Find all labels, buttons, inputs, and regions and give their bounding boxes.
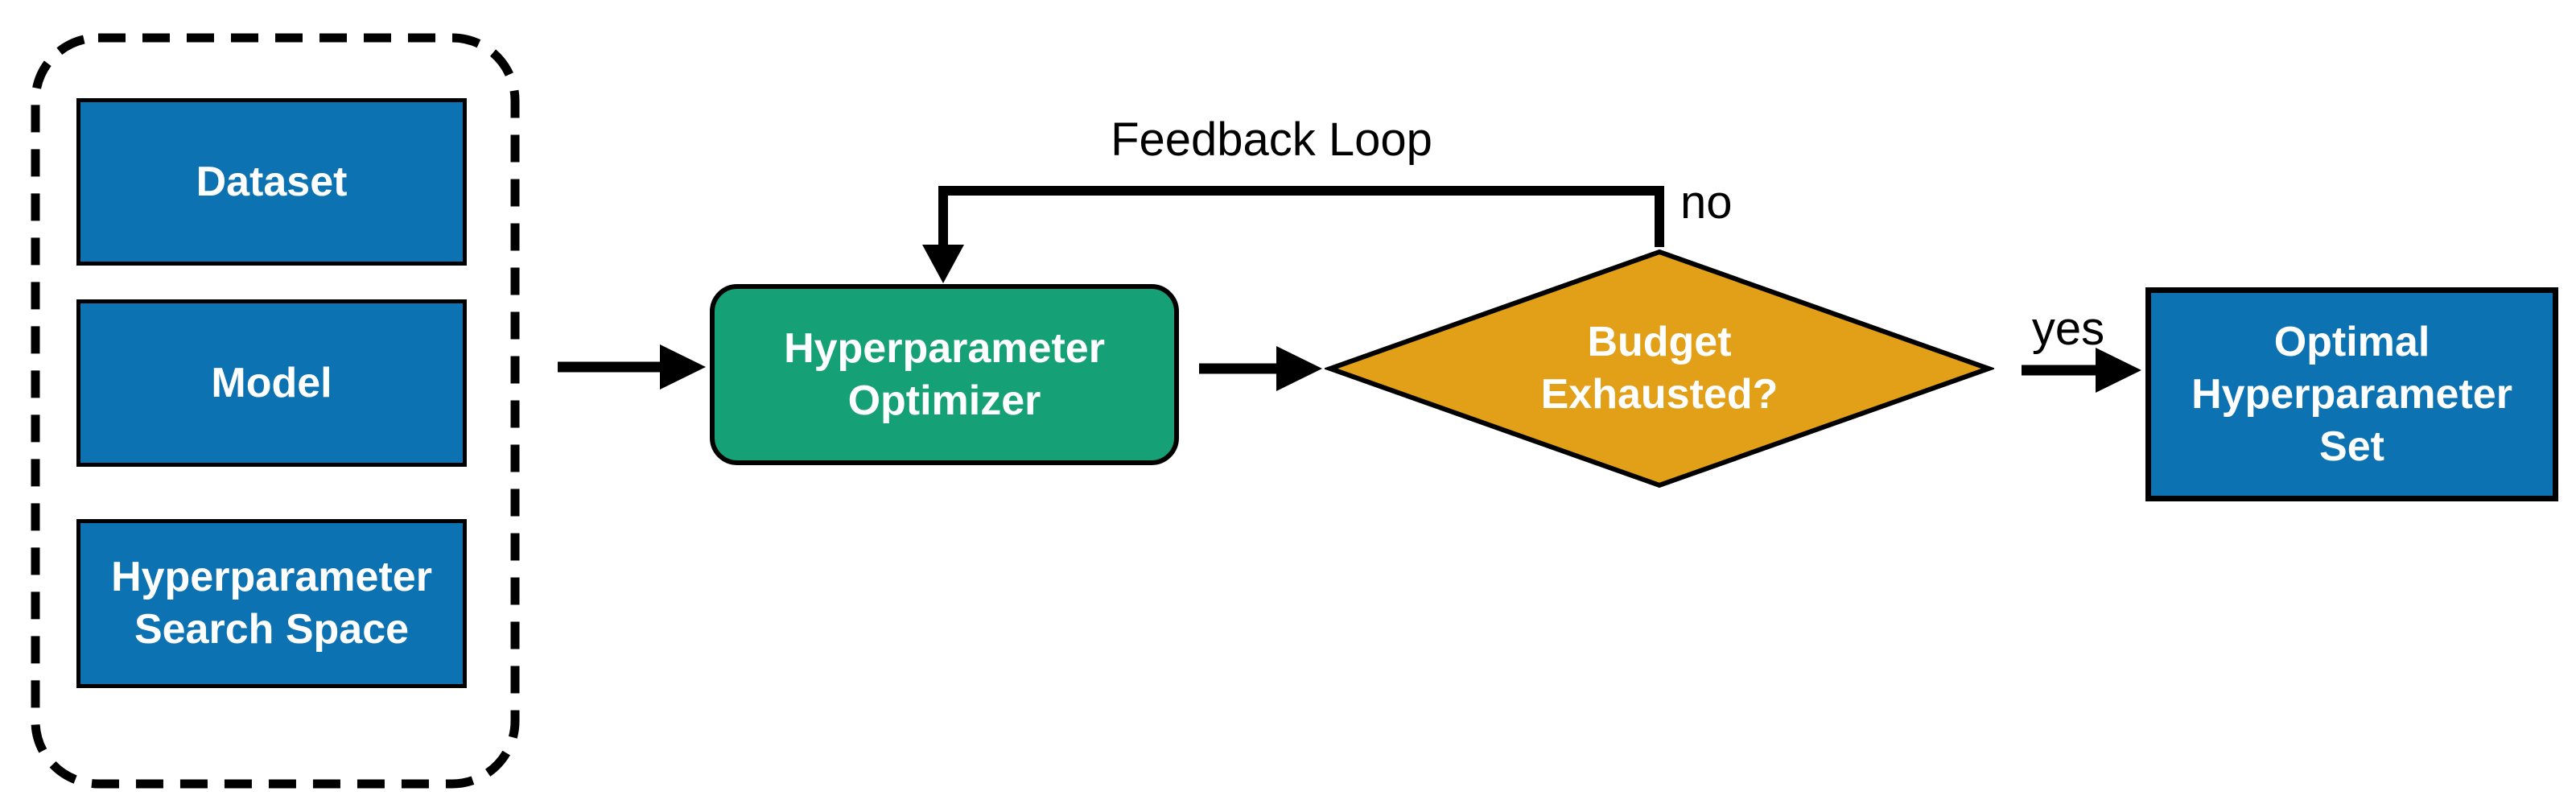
- inputs-group-outline: [31, 33, 520, 789]
- node-optimal-hyperparameter-set-label: Optimal Hyperparameter Set: [2191, 318, 2512, 470]
- arrow-inputs-to-optimizer: [558, 344, 706, 390]
- feedback-loop-line: [922, 186, 1664, 283]
- arrow-decision-to-output: [2022, 348, 2141, 393]
- node-model-label: Model: [211, 359, 332, 406]
- inputs-group: Dataset Model Hyperparameter Search Spac…: [31, 33, 520, 789]
- node-hyperparameter-search-space-label: Hyperparameter Search Space: [111, 554, 432, 653]
- node-model: Model: [76, 299, 467, 467]
- node-budget-exhausted-label: Budget Exhausted?: [1540, 319, 1778, 418]
- node-dataset-label: Dataset: [196, 158, 348, 205]
- node-hyperparameter-search-space: Hyperparameter Search Space: [76, 519, 467, 688]
- node-optimal-hyperparameter-set: Optimal Hyperparameter Set: [2145, 287, 2558, 501]
- node-hyperparameter-optimizer: Hyperparameter Optimizer: [710, 284, 1179, 465]
- no-branch-label: no: [1680, 176, 1733, 229]
- node-dataset: Dataset: [76, 98, 467, 266]
- decision-text: Budget Exhausted?: [1325, 247, 1994, 490]
- node-budget-exhausted-decision: Budget Exhausted?: [1325, 247, 1994, 490]
- yes-branch-label: yes: [2031, 303, 2105, 355]
- feedback-arrowhead: [922, 245, 964, 283]
- feedback-loop-label: Feedback Loop: [1111, 113, 1432, 166]
- decision-diamond-shape: [1325, 249, 1994, 489]
- arrow-optimizer-to-decision: [1199, 346, 1322, 391]
- node-hyperparameter-optimizer-label: Hyperparameter Optimizer: [784, 324, 1105, 424]
